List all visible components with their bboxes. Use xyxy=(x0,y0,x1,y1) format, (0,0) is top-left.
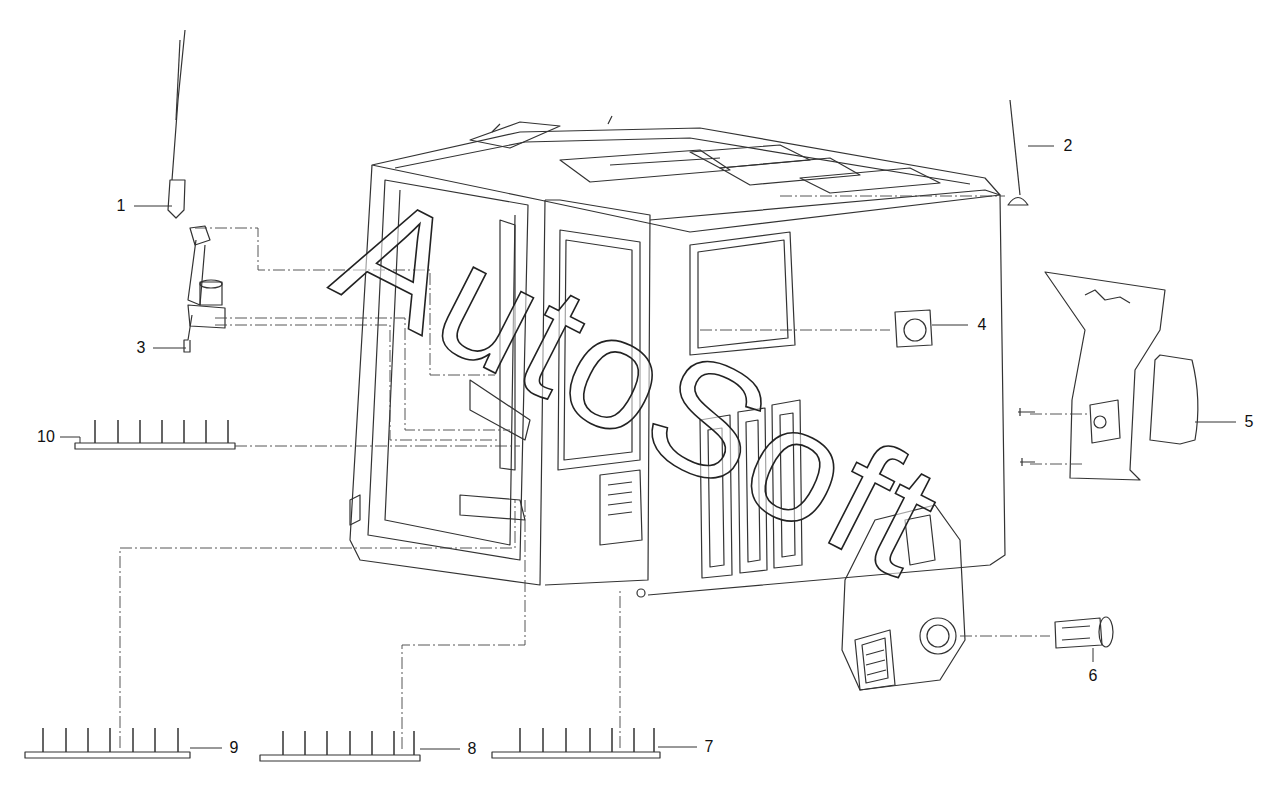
callout-number: 7 xyxy=(705,739,714,755)
callout-number: 9 xyxy=(230,740,239,756)
callout-number: 5 xyxy=(1245,414,1254,430)
callout-number: 2 xyxy=(1064,138,1073,154)
watermark: AutoSoft xyxy=(316,167,964,603)
callout-number: 1 xyxy=(117,198,126,214)
callout-number: 6 xyxy=(1089,668,1098,684)
callout-number: 4 xyxy=(978,317,987,333)
callout-number: 8 xyxy=(468,741,477,757)
callout-number: 10 xyxy=(37,429,55,445)
callout-number: 3 xyxy=(137,340,146,356)
